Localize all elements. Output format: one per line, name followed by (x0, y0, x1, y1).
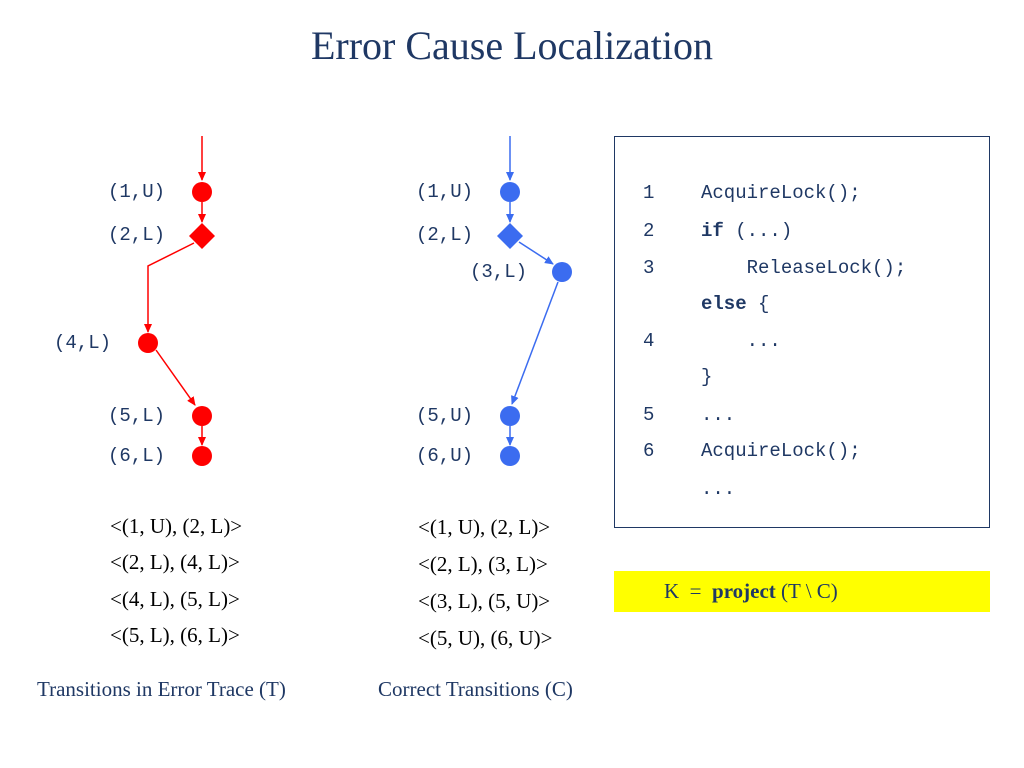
code-text: ... (701, 478, 736, 500)
error-node-1U (192, 182, 212, 202)
error-edge-2-4 (144, 242, 195, 333)
correct-edge-2-3 (518, 241, 554, 265)
correct-transition: <(1, U), (2, L)> (418, 515, 551, 539)
formula-keyword: project (712, 579, 776, 603)
correct-node-2L (497, 223, 523, 249)
code-text: ... (701, 330, 781, 352)
line-number: 1 (643, 182, 655, 204)
error-transition: <(1, U), (2, L)> (110, 514, 243, 538)
error-edge-4-5 (155, 349, 196, 406)
correct-node-label: (5,U) (416, 405, 474, 427)
correct-node-label: (1,U) (416, 181, 474, 203)
line-number: 5 (643, 404, 655, 426)
correct-node-label: (2,L) (416, 224, 474, 246)
error-node-label: (1,U) (108, 181, 166, 203)
code-text: { (746, 293, 770, 315)
correct-transition: <(5, U), (6, U)> (418, 626, 553, 650)
code-text: AcquireLock(); (701, 440, 861, 462)
page-title: Error Cause Localization (310, 23, 714, 68)
correct-node-3L (552, 262, 572, 282)
line-number: 6 (643, 440, 655, 462)
correct-transition: <(3, L), (5, U)> (418, 589, 551, 613)
correct-trace-caption: Correct Transitions (C) (378, 677, 573, 701)
error-transition: <(2, L), (4, L)> (110, 550, 240, 574)
error-node-2L (189, 223, 215, 249)
error-transition: <(4, L), (5, L)> (110, 587, 240, 611)
correct-node-1U (500, 182, 520, 202)
correct-edge-3-5 (511, 281, 559, 405)
correct-node-5U (500, 406, 520, 426)
line-number: 2 (643, 220, 655, 242)
formula-lhs: K = (664, 579, 713, 603)
error-node-6L (192, 446, 212, 466)
code-keyword: else (701, 293, 747, 315)
formula-highlight: K = project (T \ C) (614, 571, 990, 612)
code-text: } (701, 366, 713, 388)
code-text: AcquireLock(); (701, 182, 861, 204)
error-transition: <(5, L), (6, L)> (110, 623, 240, 647)
error-node-label: (2,L) (108, 224, 166, 246)
code-keyword: if (701, 220, 724, 242)
correct-node-label: (6,U) (416, 445, 474, 467)
error-node-label: (5,L) (108, 405, 166, 427)
correct-transition: <(2, L), (3, L)> (418, 552, 548, 576)
formula-rhs: (T \ C) (775, 579, 838, 603)
line-number: 3 (643, 257, 655, 279)
code-text: (...) (723, 220, 793, 242)
correct-node-label: (3,L) (470, 261, 528, 283)
error-trace-caption: Transitions in Error Trace (T) (37, 677, 286, 701)
error-node-4L (138, 333, 158, 353)
error-node-label: (6,L) (108, 445, 166, 467)
correct-node-6U (500, 446, 520, 466)
code-text: ReleaseLock(); (701, 257, 907, 279)
error-node-5L (192, 406, 212, 426)
line-number: 4 (643, 330, 655, 352)
code-text: ... (701, 404, 736, 426)
error-node-label: (4,L) (54, 332, 112, 354)
